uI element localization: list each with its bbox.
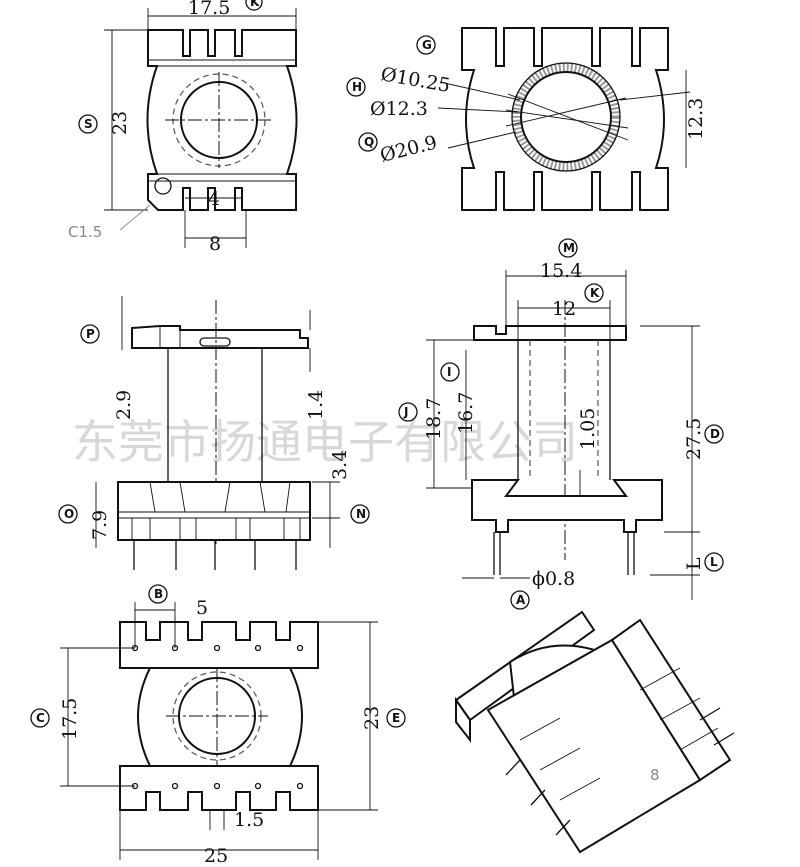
- front-flange-label: M: [563, 241, 575, 255]
- top-view: 17.5 K 23 S 4 8 C1.5: [68, 0, 298, 255]
- front-base: [471, 479, 663, 533]
- base-pitch-label: B: [154, 587, 163, 601]
- side-flange: [131, 325, 309, 349]
- bottom-d-inner: Ø10.25: [379, 63, 452, 97]
- pin-span-inner-dim: 4: [208, 188, 220, 210]
- side-base-right-label: N: [356, 507, 366, 521]
- side-flange-label: P: [86, 327, 95, 341]
- front-inner-label: I: [447, 365, 451, 379]
- front-pin-diameter: ϕ0.8: [532, 568, 575, 590]
- bottom-view: Ø10.25 Ø12.3 Ø20.9 G H Q 12.3: [346, 27, 707, 211]
- base-row-spacing: 17.5: [59, 698, 81, 740]
- front-pin-length: L: [683, 557, 705, 570]
- base-width: 25: [204, 845, 228, 867]
- front-total-height: 27.5: [683, 418, 705, 460]
- front-flange: [473, 325, 627, 341]
- bottom-top-label: G: [422, 38, 432, 52]
- side-base-label: O: [64, 507, 74, 521]
- bottom-right-height: 12.3: [685, 98, 707, 140]
- front-flange-width: 15.4: [540, 260, 582, 282]
- front-pin-label: A: [516, 593, 526, 607]
- pin-span-outer-dim: 8: [209, 233, 221, 255]
- bottom-d-mid: Ø12.3: [370, 98, 428, 120]
- bottom-inner-label: H: [352, 80, 362, 94]
- front-core-width: 12: [552, 298, 576, 320]
- front-total-label: D: [710, 427, 720, 441]
- front-wall: 1.05: [577, 408, 599, 450]
- base-height-label: E: [392, 711, 400, 725]
- front-winding-label: J: [403, 405, 408, 419]
- side-base-height: 7.9: [89, 510, 111, 540]
- top-height-dim: 23: [109, 111, 131, 135]
- base-height: 23: [361, 706, 383, 730]
- front-winding-height: 18.7: [423, 398, 445, 440]
- front-length-label: L: [710, 555, 718, 569]
- bottom-d-outer: Ø20.9: [378, 131, 439, 166]
- base-offset: 1.5: [234, 809, 264, 831]
- base-view: 5 B 17.5 C 23 E 1.5 25: [30, 584, 406, 867]
- side-base: [117, 481, 311, 541]
- front-core-label: K: [590, 286, 600, 300]
- side-flange-top: 2.9: [113, 390, 135, 420]
- side-base-step: 3.4: [329, 450, 351, 480]
- side-flange-thick: 1.4: [305, 390, 327, 420]
- top-width-label: K: [250, 0, 260, 9]
- isometric-photo: 8: [454, 610, 735, 854]
- top-height-label: S: [84, 117, 93, 131]
- front-view: 15.4 M 12 K 18.7 16.7 J I 1.05 27.5 D ϕ0…: [398, 238, 724, 610]
- photo-mark: 8: [650, 766, 660, 784]
- chamfer-note: C1.5: [68, 223, 102, 241]
- watermark-text: 东莞市扬通电子有限公司: [72, 415, 578, 469]
- base-rows-label: C: [36, 711, 45, 725]
- bottom-outer-label: Q: [364, 135, 374, 149]
- top-width-dim: 17.5: [188, 0, 230, 19]
- front-inner-height: 16.7: [455, 392, 477, 434]
- base-top-rail: [119, 621, 319, 669]
- side-view: 2.9 1.4 P 3.4 7.9 O N: [58, 296, 370, 570]
- base-pitch: 5: [196, 597, 208, 619]
